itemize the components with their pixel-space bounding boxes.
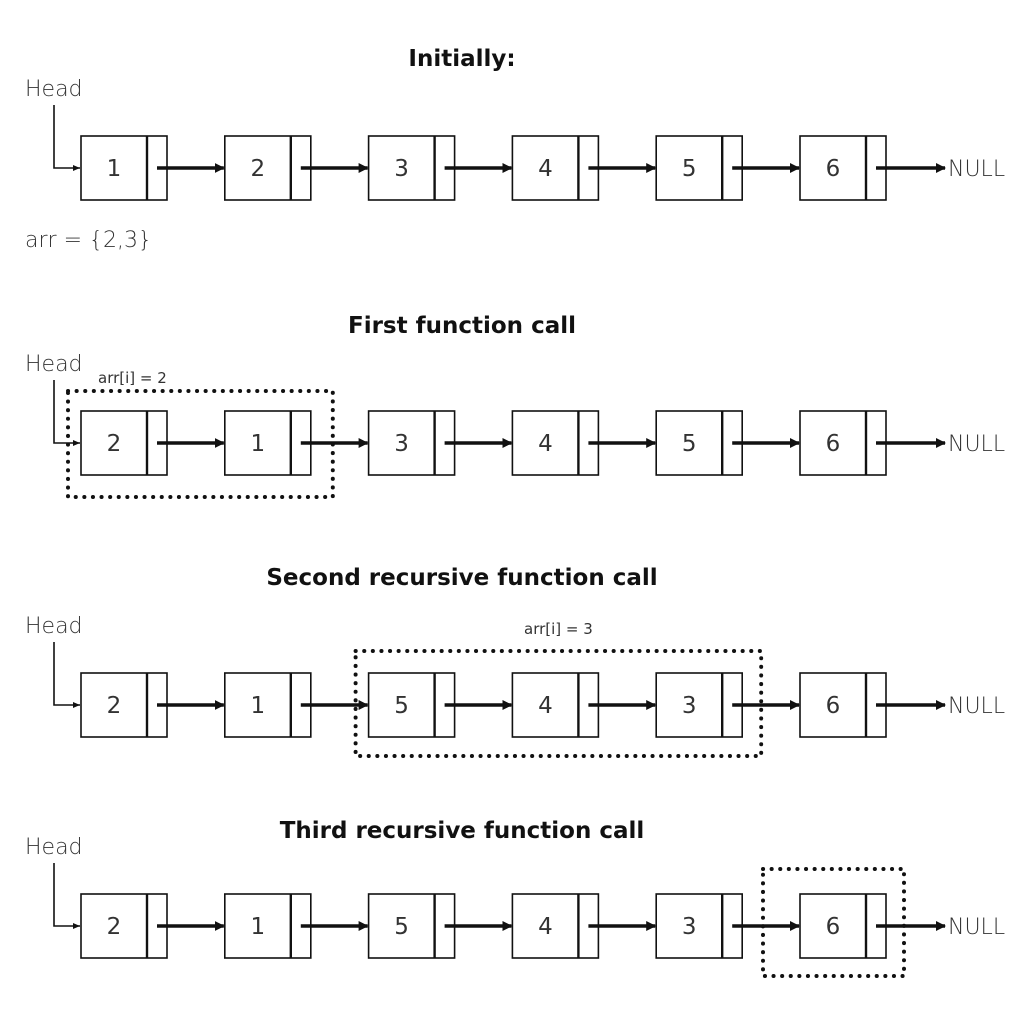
list-node: 5 bbox=[655, 135, 800, 201]
list-node: 1 bbox=[224, 893, 369, 959]
node-box bbox=[224, 135, 312, 201]
node-value: 5 bbox=[682, 156, 697, 182]
node-value: 2 bbox=[107, 431, 122, 457]
list-node: 5 bbox=[367, 672, 513, 738]
list-node: 3 bbox=[367, 410, 513, 476]
node-value: 5 bbox=[394, 914, 409, 940]
node-box bbox=[367, 410, 456, 476]
node-box bbox=[799, 672, 887, 738]
null-label: NULL bbox=[948, 915, 1005, 940]
node-box bbox=[224, 893, 312, 959]
node-box bbox=[511, 410, 600, 476]
highlight-box bbox=[761, 867, 906, 978]
head-pointer-arrow bbox=[53, 105, 80, 171]
node-value: 2 bbox=[107, 693, 122, 719]
list-node: 3 bbox=[655, 672, 800, 738]
node-box bbox=[655, 672, 744, 738]
head-label: Head bbox=[25, 352, 83, 377]
node-value: 3 bbox=[682, 914, 697, 940]
node-box bbox=[655, 893, 744, 959]
list-node: 5 bbox=[367, 893, 513, 959]
head-label: Head bbox=[25, 77, 83, 102]
row-title: First function call bbox=[348, 313, 576, 339]
list-node: 4 bbox=[511, 893, 657, 959]
list-node: 1 bbox=[80, 135, 225, 201]
node-box bbox=[655, 135, 744, 201]
list-node: 6 bbox=[799, 672, 946, 738]
highlight-box bbox=[353, 649, 764, 758]
node-value: 6 bbox=[826, 693, 841, 719]
list-node: 4 bbox=[511, 672, 657, 738]
head-label: Head bbox=[25, 835, 83, 860]
null-label: NULL bbox=[948, 432, 1005, 457]
list-node: 4 bbox=[511, 410, 657, 476]
node-value: 2 bbox=[250, 156, 265, 182]
node-value: 5 bbox=[682, 431, 697, 457]
node-value: 6 bbox=[826, 156, 841, 182]
node-value: 6 bbox=[826, 914, 841, 940]
node-value: 3 bbox=[682, 693, 697, 719]
node-box bbox=[367, 135, 456, 201]
node-value: 4 bbox=[538, 431, 553, 457]
node-value: 4 bbox=[538, 693, 553, 719]
list-node: 2 bbox=[80, 893, 225, 959]
node-value: 1 bbox=[250, 431, 265, 457]
highlight-label: arr[i] = 3 bbox=[524, 620, 593, 638]
node-value: 6 bbox=[826, 431, 841, 457]
list-node: 2 bbox=[224, 135, 369, 201]
node-box bbox=[511, 672, 600, 738]
node-box bbox=[224, 672, 312, 738]
head-label: Head bbox=[25, 614, 83, 639]
list-node: 5 bbox=[655, 410, 800, 476]
node-value: 2 bbox=[107, 914, 122, 940]
list-node: 4 bbox=[511, 135, 657, 201]
node-value: 4 bbox=[538, 156, 553, 182]
list-node: 6 bbox=[799, 893, 946, 959]
list-node: 1 bbox=[224, 672, 369, 738]
node-box bbox=[511, 135, 600, 201]
node-box bbox=[799, 410, 887, 476]
list-node: 1 bbox=[224, 410, 369, 476]
node-value: 5 bbox=[394, 693, 409, 719]
row-title: Third recursive function call bbox=[280, 818, 645, 844]
node-box bbox=[655, 410, 744, 476]
list-node: 6 bbox=[799, 410, 946, 476]
list-node: 2 bbox=[80, 410, 225, 476]
node-box bbox=[80, 410, 168, 476]
list-node: 6 bbox=[799, 135, 946, 201]
node-box bbox=[367, 893, 456, 959]
node-value: 3 bbox=[394, 156, 409, 182]
node-box bbox=[367, 672, 456, 738]
node-box bbox=[80, 893, 168, 959]
arr-text: arr = {2,3} bbox=[25, 228, 152, 253]
node-box bbox=[799, 135, 887, 201]
node-box bbox=[224, 410, 312, 476]
head-pointer-arrow bbox=[53, 380, 80, 446]
list-node: 3 bbox=[367, 135, 513, 201]
node-value: 3 bbox=[394, 431, 409, 457]
node-box bbox=[511, 893, 600, 959]
highlight-label: arr[i] = 2 bbox=[98, 369, 167, 387]
node-box bbox=[80, 672, 168, 738]
node-box bbox=[80, 135, 168, 201]
null-label: NULL bbox=[948, 157, 1005, 182]
row-title: Second recursive function call bbox=[266, 565, 657, 591]
node-value: 1 bbox=[107, 156, 122, 182]
head-pointer-arrow bbox=[53, 863, 80, 929]
node-value: 4 bbox=[538, 914, 553, 940]
node-value: 1 bbox=[250, 693, 265, 719]
node-value: 1 bbox=[250, 914, 265, 940]
highlight-box bbox=[66, 389, 335, 499]
row-title: Initially: bbox=[408, 46, 515, 72]
head-pointer-arrow bbox=[53, 642, 80, 708]
list-node: 2 bbox=[80, 672, 225, 738]
node-box bbox=[799, 893, 887, 959]
list-node: 3 bbox=[655, 893, 800, 959]
null-label: NULL bbox=[948, 694, 1005, 719]
row-1: Initially: Head 1 2 3 4 5 6 NULL bbox=[25, 46, 1005, 201]
